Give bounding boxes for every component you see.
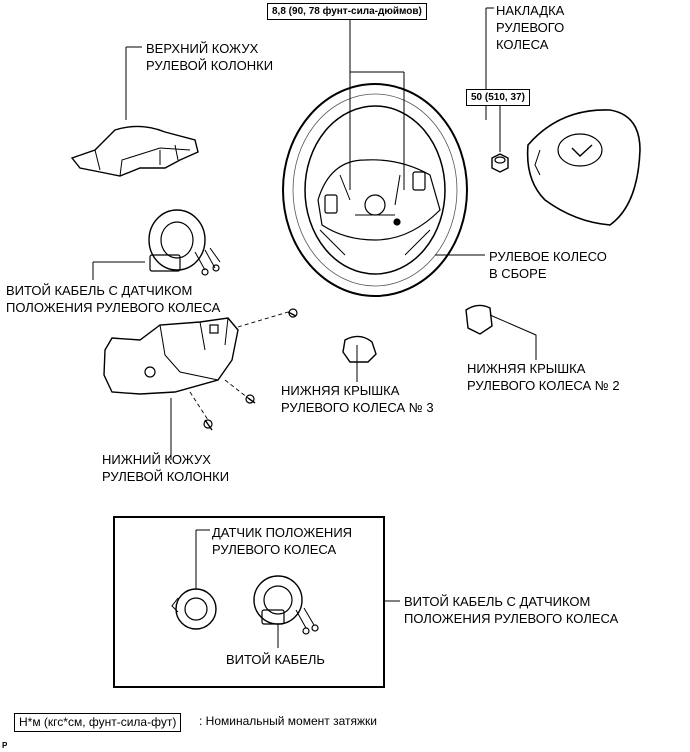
label-steering-pad: НАКЛАДКА РУЛЕВОГО КОЛЕСА: [496, 3, 565, 52]
steering-pad-drawing: [526, 109, 641, 226]
label-spiral-cable-with-sensor-top: ВИТОЙ КАБЕЛЬ С ДАТЧИКОМ ПОЛОЖЕНИЯ РУЛЕВО…: [6, 283, 221, 315]
steering-wheel-drawing: [282, 83, 468, 297]
legend-description: : Номинальный момент затяжки: [199, 714, 377, 728]
upper-column-cover-drawing: [70, 125, 199, 177]
label-lower-column-cover: НИЖНИЙ КОЖУХ РУЛЕВОЙ КОЛОНКИ: [102, 452, 230, 484]
inset-frame: [113, 516, 385, 688]
label-steering-wheel-assembly: РУЛЕВОЕ КОЛЕСО В СБОРЕ: [489, 249, 607, 281]
label-spiral-cable: ВИТОЙ КАБЕЛЬ: [226, 652, 325, 667]
lower-cover-3-drawing: [342, 335, 377, 363]
screws-drawing: [189, 308, 298, 431]
label-spiral-cable-with-sensor-right: ВИТОЙ КАБЕЛЬ С ДАТЧИКОМ ПОЛОЖЕНИЯ РУЛЕВО…: [404, 594, 619, 626]
spiral-cable-top-drawing: [148, 209, 221, 276]
pad-nut-drawing: [491, 153, 509, 173]
lower-cover-2-drawing: [465, 304, 493, 335]
label-upper-column-cover: ВЕРХНИЙ КОЖУХ РУЛЕВОЙ КОЛОНКИ: [146, 41, 274, 73]
label-steering-sensor: ДАТЧИК ПОЛОЖЕНИЯ РУЛЕВОГО КОЛЕСА: [212, 525, 353, 557]
torque-pad-nut: 50 (510, 37): [466, 89, 530, 106]
lower-column-cover-drawing: [103, 317, 239, 395]
torque-wheel-nut: 8,8 (90, 78 фунт-сила-дюймов): [267, 3, 427, 20]
legend-unit-box: Н*м (кгс*см, фунт-сила-фут): [14, 713, 182, 732]
leader-lines: [92, 7, 537, 648]
label-lower-cover-3: НИЖНЯЯ КРЫШКА РУЛЕВОГО КОЛЕСА № 3: [281, 383, 434, 415]
corner-mark: P: [2, 741, 8, 750]
label-lower-cover-2: НИЖНЯЯ КРЫШКА РУЛЕВОГО КОЛЕСА № 2: [467, 361, 620, 393]
